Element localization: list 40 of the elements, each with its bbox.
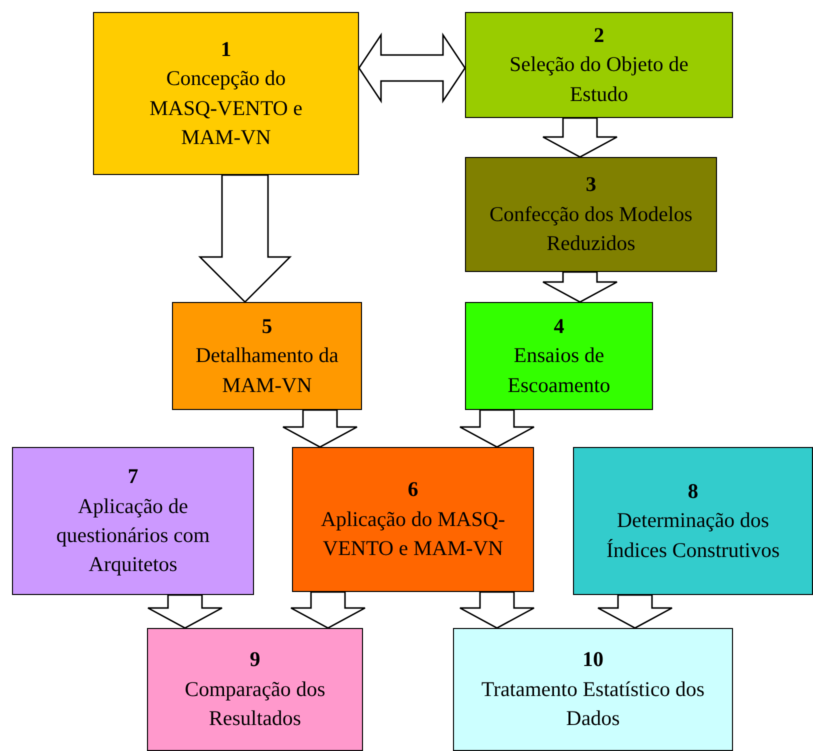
step-number: 7 bbox=[128, 463, 138, 490]
block-arrow bbox=[542, 271, 618, 303]
process-box bbox=[453, 628, 733, 751]
block-arrow bbox=[358, 32, 466, 104]
step-number: 10 bbox=[582, 646, 604, 674]
block-arrow bbox=[597, 594, 673, 629]
process-box bbox=[12, 447, 254, 595]
step-label: Concepção do MASQ-VENTO e MAM-VN bbox=[148, 65, 304, 151]
process-box bbox=[292, 447, 534, 592]
process-box bbox=[172, 302, 362, 410]
process-box bbox=[465, 157, 717, 272]
process-box bbox=[465, 12, 733, 118]
block-arrow bbox=[282, 409, 358, 448]
step-number: 3 bbox=[586, 171, 596, 198]
step-number: 1 bbox=[220, 36, 232, 63]
process-box bbox=[93, 12, 359, 175]
step-label: Confecção dos Modelos Reduzidos bbox=[488, 200, 694, 258]
block-arrow bbox=[147, 594, 223, 629]
step-number: 4 bbox=[554, 312, 564, 340]
step-label: Comparação dos Resultados bbox=[184, 676, 326, 732]
step-label: Ensaios de Escoamento bbox=[506, 342, 612, 399]
step-number: 8 bbox=[688, 478, 698, 505]
step-number: 5 bbox=[262, 312, 272, 340]
block-arrow bbox=[459, 591, 535, 629]
step-number: 2 bbox=[594, 22, 604, 49]
block-arrow bbox=[290, 591, 366, 629]
step-label: Aplicação do MASQ-VENTO e MAM-VN bbox=[320, 506, 506, 562]
step-label: Detalhamento da MAM-VN bbox=[194, 342, 340, 399]
block-arrow bbox=[459, 409, 535, 448]
step-label: Determinação dos Índices Construtivos bbox=[605, 507, 781, 564]
step-label: Aplicação de questionários com Arquitetos bbox=[55, 492, 211, 578]
step-label: Seleção do Objeto de Estudo bbox=[508, 51, 690, 108]
step-number: 9 bbox=[250, 646, 260, 674]
step-label: Tratamento Estatístico dos Dados bbox=[480, 676, 706, 732]
block-arrow bbox=[542, 117, 618, 158]
block-arrow bbox=[198, 174, 292, 304]
process-box bbox=[573, 447, 813, 595]
process-box bbox=[147, 628, 363, 751]
step-number: 6 bbox=[408, 476, 418, 504]
process-box bbox=[465, 302, 653, 410]
